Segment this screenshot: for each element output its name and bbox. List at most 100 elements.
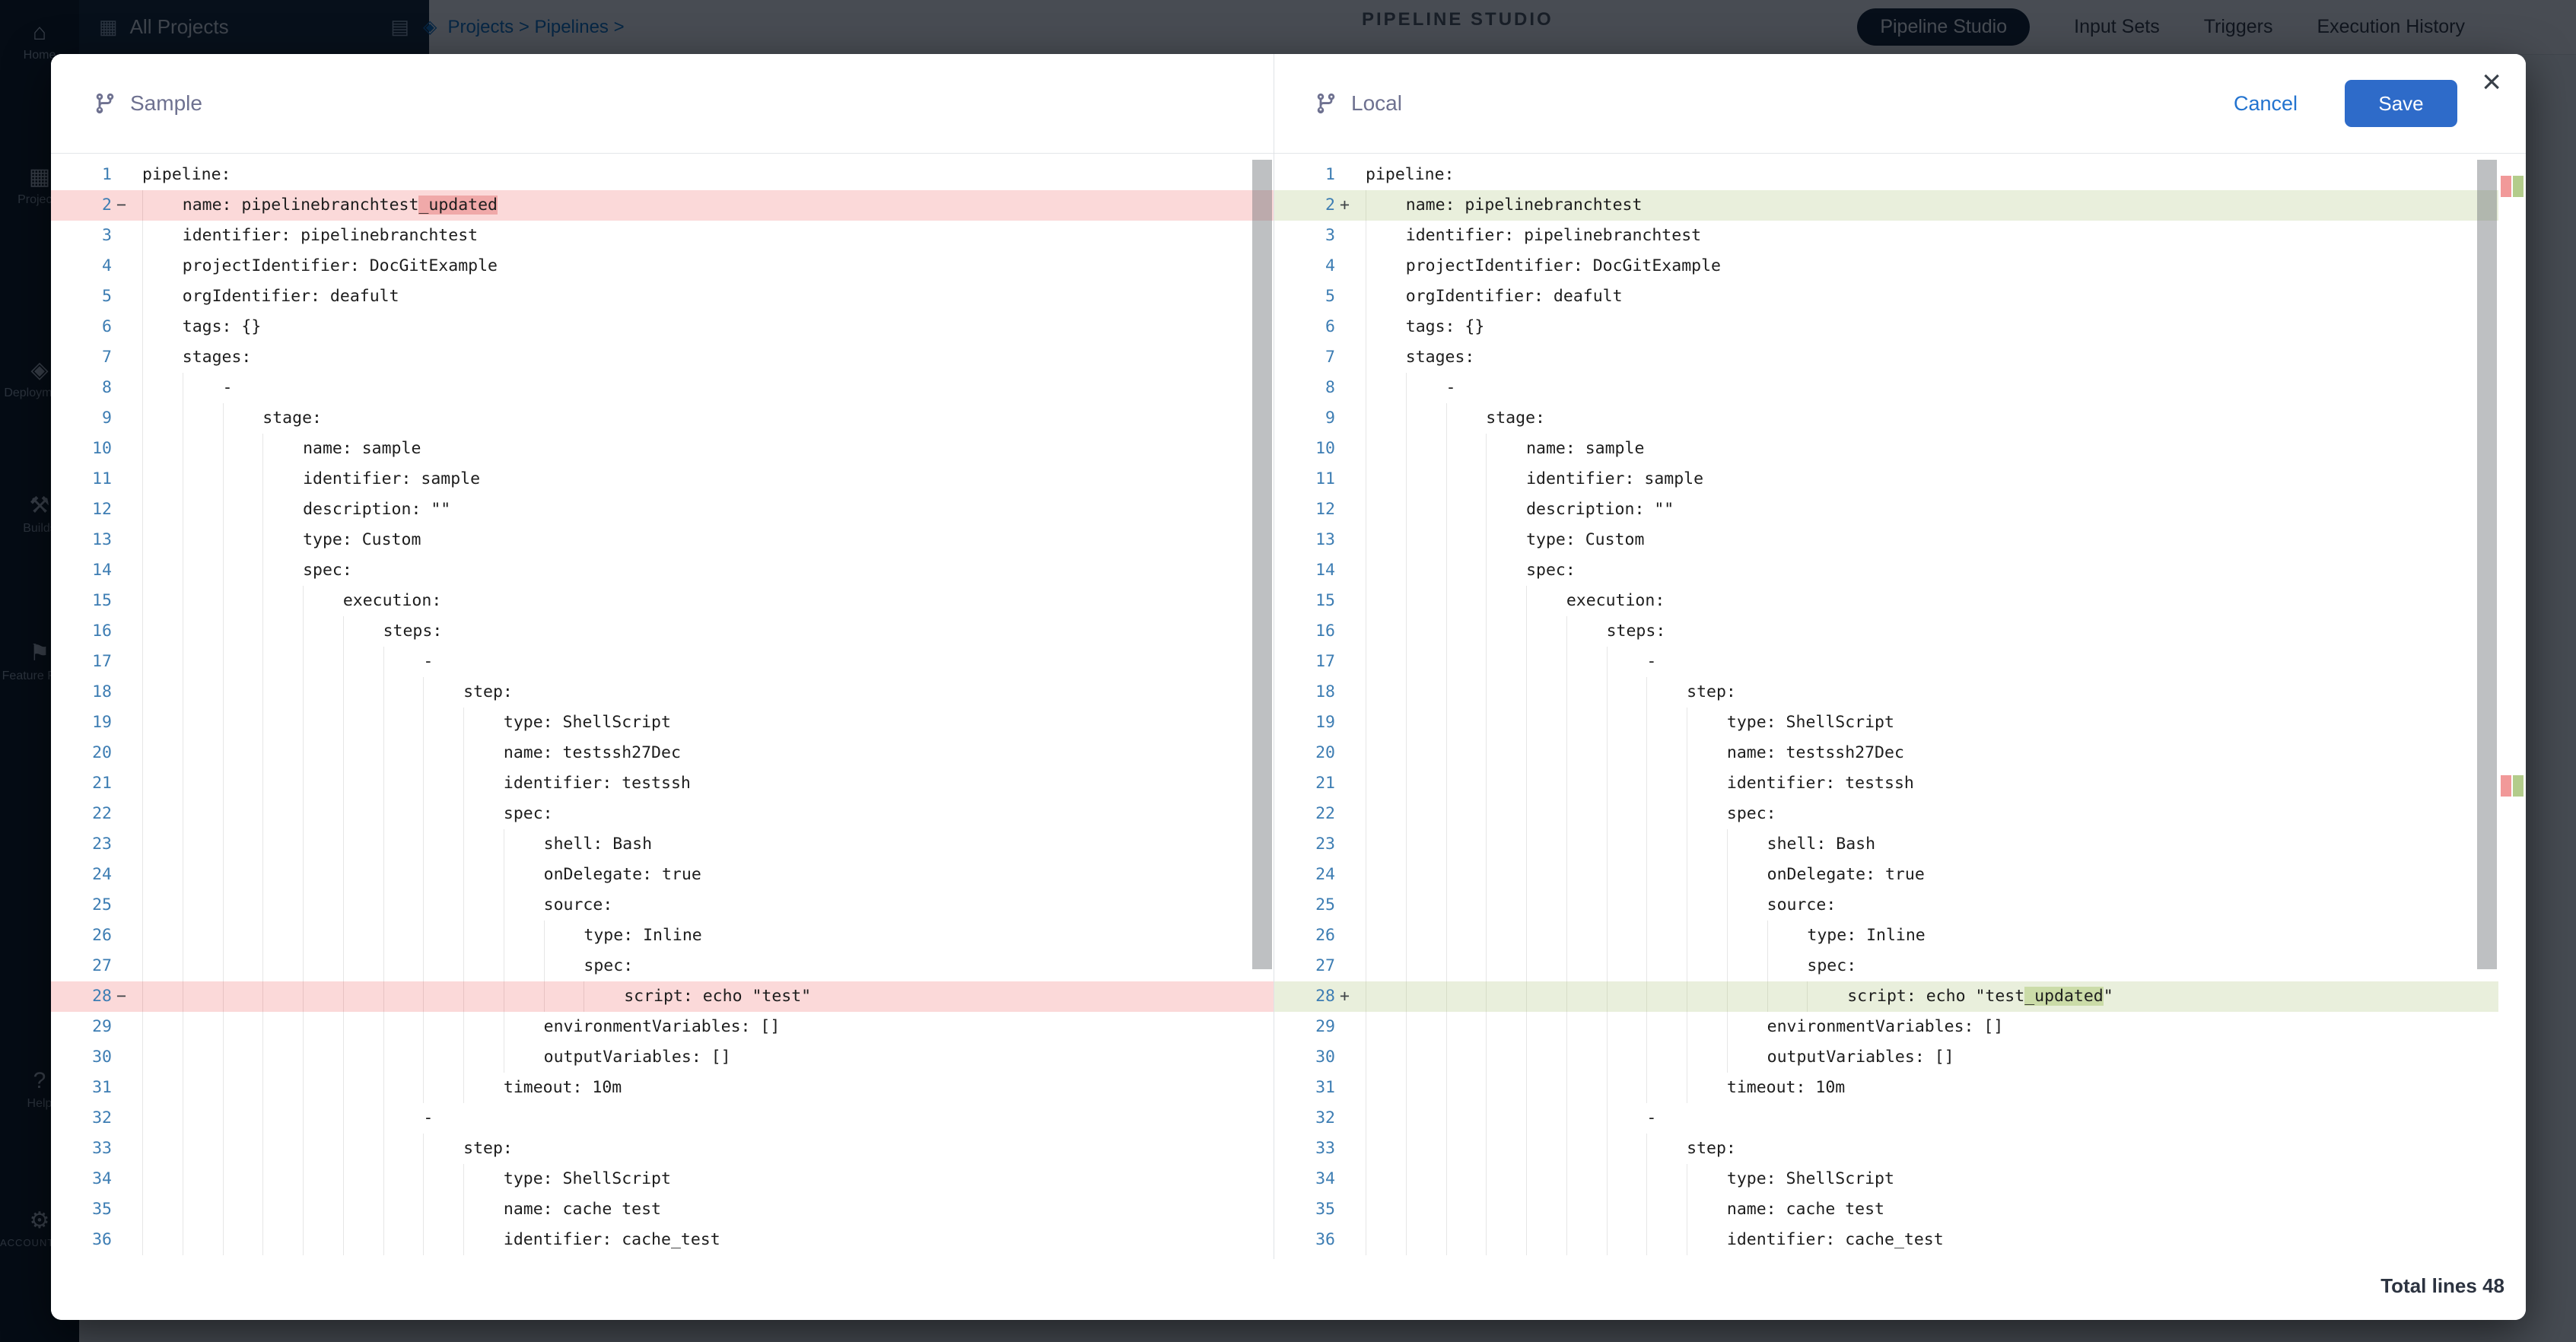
indent-guide (342, 890, 383, 921)
indent-guide (342, 677, 383, 708)
indent-guide (1726, 981, 1767, 1012)
indent-guide (1486, 1225, 1526, 1255)
indent-guide (1526, 586, 1566, 616)
scrollbar-thumb[interactable] (2477, 160, 2497, 969)
indent-guide (463, 1012, 504, 1042)
indent-guide (1366, 434, 1406, 464)
indent-guide (1526, 616, 1566, 647)
indent-guide (1366, 373, 1406, 403)
line-number: 24 (1315, 865, 1335, 884)
indent-guide (1366, 1042, 1406, 1073)
line-number: 16 (92, 622, 112, 641)
code-text: description: "" (1363, 495, 2498, 525)
indent-guide (1606, 768, 1647, 799)
scrollbar-thumb[interactable] (1252, 160, 1272, 969)
code-text: orgIdentifier: deafult (1363, 281, 2498, 312)
code-token: onDelegate: true (1767, 865, 1925, 884)
indent-guide (383, 1042, 424, 1073)
cancel-button[interactable]: Cancel (2229, 91, 2302, 116)
code-text: tags: {} (139, 312, 1274, 342)
indent-guide (182, 495, 223, 525)
indent-guide (222, 981, 263, 1012)
indent-guide (182, 403, 223, 434)
indent-guide (1646, 860, 1687, 890)
save-button[interactable]: Save (2345, 80, 2457, 127)
indent-guide (142, 221, 183, 251)
code-token: onDelegate: true (543, 865, 701, 884)
indent-guide (182, 373, 223, 403)
indent-guide (1405, 951, 1446, 981)
code-token: spec: (303, 561, 352, 580)
indent-guide (423, 677, 463, 708)
code-token: identifier: pipelinebranchtest (1405, 226, 1702, 245)
ruler-removed-mark (2501, 775, 2511, 797)
code-text: identifier: testssh (1363, 768, 2498, 799)
right-scrollbar[interactable] (2476, 153, 2498, 1259)
close-icon[interactable]: × (2477, 65, 2506, 100)
indent-guide (1566, 1194, 1607, 1225)
indent-guide (142, 403, 183, 434)
line-marker (112, 860, 139, 890)
code-text: spec: (139, 555, 1274, 586)
indent-guide (1486, 860, 1526, 890)
indent-guide (222, 799, 263, 829)
indent-guide (1606, 799, 1647, 829)
indent-guide (1405, 1073, 1446, 1103)
code-token: execution: (342, 591, 442, 610)
indent-guide (1486, 981, 1526, 1012)
indent-guide (1646, 1225, 1687, 1255)
indent-guide (1405, 1225, 1446, 1255)
left-scrollbar[interactable] (1251, 153, 1274, 1259)
line-marker (1335, 1103, 1363, 1134)
indent-guide (303, 1164, 343, 1194)
code-line: 33 step: (1274, 1134, 2498, 1164)
indent-guide (182, 981, 223, 1012)
indent-guide (182, 555, 223, 586)
line-marker (112, 890, 139, 921)
indent-guide (182, 1103, 223, 1134)
indent-guide (1606, 647, 1647, 677)
code-token: step: (1687, 1139, 1736, 1158)
indent-guide (1405, 525, 1446, 555)
code-text: pipeline: (1363, 160, 2498, 190)
line-number: 3 (102, 226, 112, 245)
indent-guide (1606, 981, 1647, 1012)
code-text: type: ShellScript (139, 708, 1274, 738)
diff-word-highlight: _updated (418, 196, 498, 215)
code-token: " (2103, 987, 2113, 1006)
indent-guide (1486, 890, 1526, 921)
indent-guide (342, 799, 383, 829)
indent-guide (1566, 951, 1607, 981)
line-marker (112, 1042, 139, 1073)
indent-guide (423, 951, 463, 981)
indent-guide (142, 1194, 183, 1225)
line-number: 33 (1315, 1139, 1335, 1158)
indent-guide (342, 981, 383, 1012)
code-token: name: pipelinebranchtest (182, 196, 419, 215)
indent-guide (262, 768, 303, 799)
indent-guide (1366, 616, 1406, 647)
indent-guide (1486, 921, 1526, 951)
code-text: outputVariables: [] (1363, 1042, 2498, 1073)
indent-guide (463, 1042, 504, 1073)
indent-guide (303, 981, 343, 1012)
line-number: 21 (1315, 774, 1335, 793)
indent-guide (1445, 586, 1487, 616)
indent-guide (182, 738, 223, 768)
code-text: name: sample (1363, 434, 2498, 464)
indent-guide (222, 1073, 263, 1103)
indent-guide (1445, 890, 1487, 921)
line-number: 11 (1315, 469, 1335, 488)
